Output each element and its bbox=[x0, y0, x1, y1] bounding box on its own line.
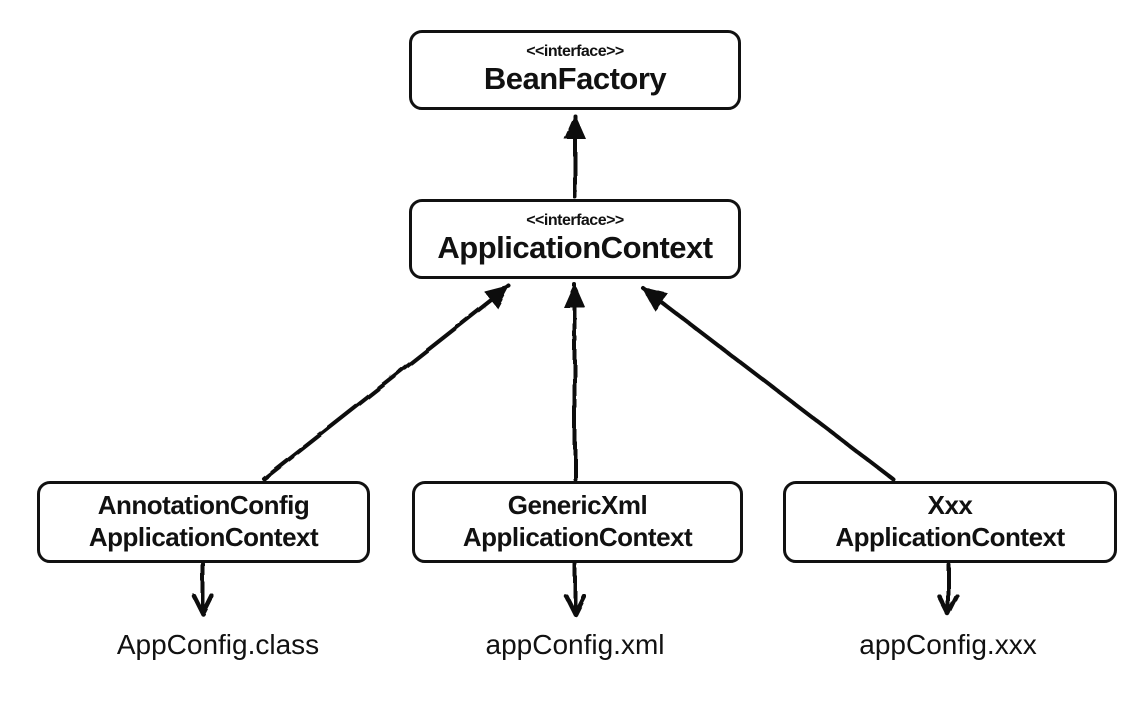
arrow-xxx-to-applicationcontext bbox=[641, 286, 895, 481]
label-appconfig-xml: appConfig.xml bbox=[485, 629, 665, 660]
annotationconfig-name-line2: ApplicationContext bbox=[88, 522, 319, 552]
genericxml-name-line2: ApplicationContext bbox=[462, 522, 693, 552]
applicationcontext-name: ApplicationContext bbox=[437, 229, 713, 265]
node-genericxml-applicationcontext: GenericXml ApplicationContext bbox=[412, 481, 743, 563]
node-annotationconfig-applicationcontext: AnnotationConfig ApplicationContext bbox=[37, 481, 370, 563]
node-beanfactory: <<interface>> BeanFactory bbox=[409, 30, 741, 110]
node-xxx-applicationcontext: Xxx ApplicationContext bbox=[783, 481, 1117, 563]
beanfactory-stereotype: <<interface>> bbox=[526, 43, 624, 61]
xxx-name-line1: Xxx bbox=[927, 490, 973, 521]
applicationcontext-stereotype: <<interface>> bbox=[526, 212, 624, 230]
arrow-annotationconfig-to-applicationcontext bbox=[262, 284, 511, 481]
annotationconfig-name-line1: AnnotationConfig bbox=[97, 490, 310, 521]
label-appconfig-class: AppConfig.class bbox=[116, 629, 320, 660]
xxx-name-line2: ApplicationContext bbox=[835, 522, 1065, 552]
beanfactory-name: BeanFactory bbox=[483, 60, 667, 96]
node-applicationcontext: <<interface>> ApplicationContext bbox=[409, 199, 741, 279]
label-appconfig-xxx: appConfig.xxx bbox=[859, 629, 1037, 660]
genericxml-name-line1: GenericXml bbox=[507, 490, 648, 521]
